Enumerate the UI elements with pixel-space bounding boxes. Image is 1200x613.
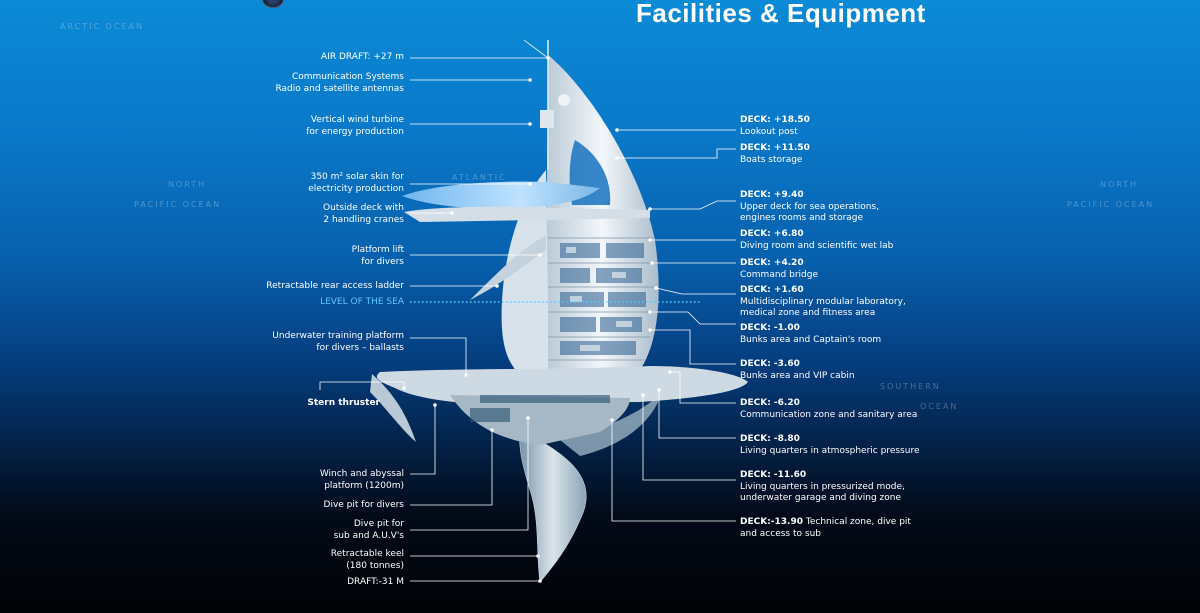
deck-label-7: DECK: -3.60 Bunks area and VIP cabin xyxy=(740,359,855,382)
right-leader-dots xyxy=(610,128,672,422)
label-outside-line-2: 2 handling cranes xyxy=(323,214,404,225)
label-retractable-keel: Retractable keel (180 tonnes) xyxy=(331,549,404,572)
deck-desc-line: engines rooms and storage xyxy=(740,213,864,223)
deck-label-11: DECK:-13.90 Technical zone, dive pit and… xyxy=(740,517,911,540)
deck-label-4: DECK: +4.20 Command bridge xyxy=(740,258,818,281)
label-dive-pit-sub: Dive pit for sub and A.U.V's xyxy=(334,519,404,542)
label-communication-line-2: Radio and satellite antennas xyxy=(275,83,404,94)
label-solar-line-1: 350 m² solar skin for xyxy=(310,172,404,182)
deck-number: DECK: -1.00 xyxy=(740,323,800,333)
label-solar-line-2: electricity production xyxy=(308,183,404,194)
label-air-draft: AIR DRAFT: +27 m xyxy=(321,52,404,62)
deck-desc-line: Bunks area and VIP cabin xyxy=(740,370,855,381)
deck-label-0: DECK: +18.50 Lookout post xyxy=(740,115,810,138)
label-training-line-2: for divers – ballasts xyxy=(316,342,404,353)
map-label-pacific-right: PACIFIC OCEAN xyxy=(1067,200,1155,209)
label-wind-line-1: Vertical wind turbine xyxy=(310,115,404,125)
deck-number: DECK: -11.60 xyxy=(740,470,807,480)
deck-desc-line: underwater garage and diving zone xyxy=(740,493,901,503)
label-draft: DRAFT:-31 M xyxy=(347,577,404,587)
deck-desc-line: Bunks area and Captain's room xyxy=(740,334,882,345)
label-keel-line-1: Retractable keel xyxy=(330,549,404,559)
label-outside-line-1: Outside deck with xyxy=(323,203,404,213)
deck-first-line: DECK:-13.90 Technical zone, dive pit xyxy=(740,517,911,529)
label-wind-line-2: for energy production xyxy=(306,126,404,137)
deck-desc-line: Diving room and scientific wet lab xyxy=(740,240,894,251)
label-training-line-1: Underwater training platform xyxy=(272,331,404,341)
label-communication-line-1: Communication Systems xyxy=(291,72,404,82)
label-dive-pit-sub-line-2: sub and A.U.V's xyxy=(333,530,404,541)
left-leader-dots xyxy=(402,56,550,583)
left-leader-lines xyxy=(319,57,548,582)
label-sea-level: LEVEL OF THE SEA xyxy=(320,297,404,307)
deck-desc-line: Command bridge xyxy=(740,269,818,280)
deck-label-10: DECK: -11.60 Living quarters in pressuri… xyxy=(740,470,905,505)
label-training-platform: Underwater training platform for divers … xyxy=(272,331,404,354)
label-platform-lift: Platform lift for divers xyxy=(352,245,404,268)
deck-number: DECK: -8.80 xyxy=(740,434,800,444)
label-lift-line-1: Platform lift xyxy=(351,245,404,255)
deck-desc-line: medical zone and fitness area xyxy=(740,308,876,318)
map-label-pacific-left: PACIFIC OCEAN xyxy=(134,200,222,209)
deck-number: DECK: +4.20 xyxy=(740,258,804,268)
label-dive-pit-sub-line-1: Dive pit for xyxy=(353,519,404,529)
deck-desc-line: Multidisciplinary modular laboratory, xyxy=(740,296,906,307)
deck-label-6: DECK: -1.00 Bunks area and Captain's roo… xyxy=(740,323,881,346)
deck-label-5: DECK: +1.60 Multidisciplinary modular la… xyxy=(740,285,906,320)
deck-number: DECK: +18.50 xyxy=(740,115,810,125)
label-outside-deck: Outside deck with 2 handling cranes xyxy=(323,203,404,226)
label-dive-pit-divers: Dive pit for divers xyxy=(323,500,404,510)
deck-label-2: DECK: +9.40 Upper deck for sea operation… xyxy=(740,190,879,225)
map-label-arctic-ocean: ARCTIC OCEAN xyxy=(60,22,144,31)
deck-desc-line: Lookout post xyxy=(740,126,798,137)
page-title: Facilities & Equipment xyxy=(636,0,926,28)
deck-label-3: DECK: +6.80 Diving room and scientific w… xyxy=(740,229,893,252)
map-label-atlantic: ATLANTIC xyxy=(452,173,507,182)
deck-number: DECK: -6.20 xyxy=(740,398,800,408)
label-keel-line-2: (180 tonnes) xyxy=(346,560,404,571)
deck-label-9: DECK: -8.80 Living quarters in atmospher… xyxy=(740,434,919,457)
deck-desc-line: Living quarters in pressurized mode, xyxy=(740,481,905,492)
label-winch-line-2: platform (1200m) xyxy=(324,480,404,491)
label-communication-systems: Communication Systems Radio and satellit… xyxy=(275,72,404,95)
deck-number: DECK:-13.90 xyxy=(740,517,803,527)
deck-label-8: DECK: -6.20 Communication zone and sanit… xyxy=(740,398,917,421)
label-lift-line-2: for divers xyxy=(361,256,404,267)
map-label-southern: SOUTHERN xyxy=(880,382,941,391)
deck-label-1: DECK: +11.50 Boats storage xyxy=(740,143,810,166)
deck-desc-line: Boats storage xyxy=(740,154,803,165)
deck-number: DECK: +6.80 xyxy=(740,229,804,239)
deck-number: DECK: +11.50 xyxy=(740,143,810,153)
vessel-illustration xyxy=(370,39,748,583)
right-leader-lines xyxy=(611,129,736,522)
label-rear-ladder: Retractable rear access ladder xyxy=(266,281,404,291)
deck-desc-line: and access to sub xyxy=(740,528,821,539)
deck-desc-line: Technical zone, dive pit xyxy=(805,517,911,527)
deck-number: DECK: +9.40 xyxy=(740,190,804,200)
deck-desc-line: Communication zone and sanitary area xyxy=(740,409,918,420)
label-winch-line-1: Winch and abyssal xyxy=(319,469,404,479)
deck-desc-line: Living quarters in atmospheric pressure xyxy=(740,445,920,456)
label-wind-turbine: Vertical wind turbine for energy product… xyxy=(306,115,404,138)
map-label-north-left: NORTH xyxy=(168,180,207,189)
label-winch: Winch and abyssal platform (1200m) xyxy=(320,469,404,492)
label-solar-skin: 350 m² solar skin for electricity produc… xyxy=(308,172,404,195)
map-label-north-right: NORTH xyxy=(1100,180,1139,189)
map-label-ocean-right: OCEAN xyxy=(920,402,959,411)
deck-desc-line: Upper deck for sea operations, xyxy=(740,201,879,212)
label-stern-thruster: Stern thruster xyxy=(307,398,380,408)
deck-number: DECK: +1.60 xyxy=(740,285,804,295)
deck-number: DECK: -3.60 xyxy=(740,359,800,369)
